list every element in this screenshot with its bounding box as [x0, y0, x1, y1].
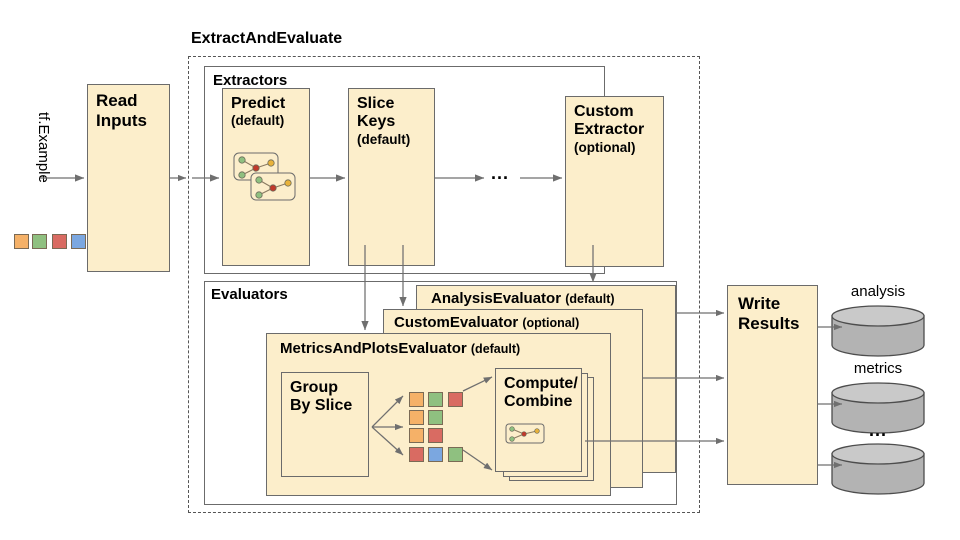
arrow-chips-to-compute-combine-1 — [462, 376, 493, 392]
slice-chip-r2c2 — [428, 410, 443, 425]
slice-chip-r4c1 — [409, 447, 424, 462]
read-inputs-line1: Read — [96, 91, 138, 110]
slice-chip-r4c2 — [428, 447, 443, 462]
extractor-slice-keys-box[interactable]: Slice Keys (default) — [348, 88, 435, 266]
extract-and-evaluate-label: ExtractAndEvaluate — [191, 30, 343, 47]
extractors-ellipsis: ... — [491, 163, 510, 183]
slice-chip-r3c1 — [409, 428, 424, 443]
input-chip-orange — [14, 234, 29, 249]
slice-chip-r1c1 — [409, 392, 424, 407]
slice-chip-r4c3 — [448, 447, 463, 462]
evaluators-label: Evaluators — [211, 286, 288, 303]
extractor-custom-qualifier: (optional) — [574, 139, 636, 155]
arrow-group-by-slice-to-chips-3 — [371, 426, 404, 456]
extractor-custom-line1: Custom — [574, 103, 634, 120]
output-ellipsis-label: ... — [868, 420, 887, 440]
output-metrics-label: metrics — [853, 360, 903, 377]
extractor-predict-qualifier: (default) — [231, 113, 285, 129]
write-results-line2: Results — [738, 313, 800, 333]
output-analysis-cylinder — [831, 305, 925, 357]
compute-combine-line2: Combine — [504, 393, 573, 411]
compute-combine-graph-icon — [505, 423, 545, 444]
input-chip-green — [32, 234, 47, 249]
extract-and-evaluate-group — [188, 56, 700, 513]
arrow-group-by-slice-to-chips-1 — [371, 395, 404, 428]
slice-chip-r3c2 — [428, 428, 443, 443]
read-inputs-box[interactable]: Read Inputs — [87, 84, 170, 272]
read-inputs-line2: Inputs — [96, 110, 147, 130]
input-chip-red — [52, 234, 67, 249]
evaluator-metrics-name: MetricsAndPlotsEvaluator — [280, 340, 467, 357]
evaluator-custom-name: CustomEvaluator — [394, 314, 519, 331]
predict-graph-icon — [233, 152, 296, 201]
compute-combine-line1: Compute/ — [504, 375, 578, 392]
evaluator-metrics-qualifier: (default) — [470, 342, 521, 356]
extractor-predict-box[interactable]: Predict (default) — [222, 88, 310, 266]
arrow-chips-to-compute-combine-2 — [462, 449, 493, 471]
output-other-cylinder — [831, 443, 925, 495]
output-metrics-cylinder — [831, 382, 925, 434]
extractor-slice-keys-line1: Slice — [357, 95, 395, 112]
extractor-custom-line2: Extractor — [574, 121, 645, 139]
extractor-slice-keys-line2: Keys — [357, 113, 396, 131]
extractors-label: Extractors — [213, 72, 288, 89]
input-chip-blue — [71, 234, 86, 249]
evaluator-custom-qualifier: (optional) — [522, 316, 580, 330]
compute-combine-box[interactable]: Compute/ Combine — [495, 368, 582, 472]
slice-chip-r1c2 — [428, 392, 443, 407]
evaluator-analysis-qualifier: (default) — [565, 292, 615, 306]
write-results-line1: Write — [738, 294, 781, 313]
extractor-custom-box[interactable]: Custom Extractor (optional) — [565, 96, 664, 267]
evaluator-analysis-name: AnalysisEvaluator — [431, 290, 562, 307]
group-by-slice-line2: By Slice — [290, 397, 353, 415]
extractor-slice-keys-qualifier: (default) — [357, 131, 411, 147]
group-by-slice-line1: Group — [290, 379, 338, 396]
extractor-predict-title: Predict — [231, 95, 286, 112]
slice-chip-r1c3 — [448, 392, 463, 407]
output-analysis-label: analysis — [850, 283, 906, 300]
slice-chip-r2c1 — [409, 410, 424, 425]
group-by-slice-box[interactable]: Group By Slice — [281, 372, 369, 477]
write-results-box[interactable]: Write Results — [727, 285, 818, 485]
